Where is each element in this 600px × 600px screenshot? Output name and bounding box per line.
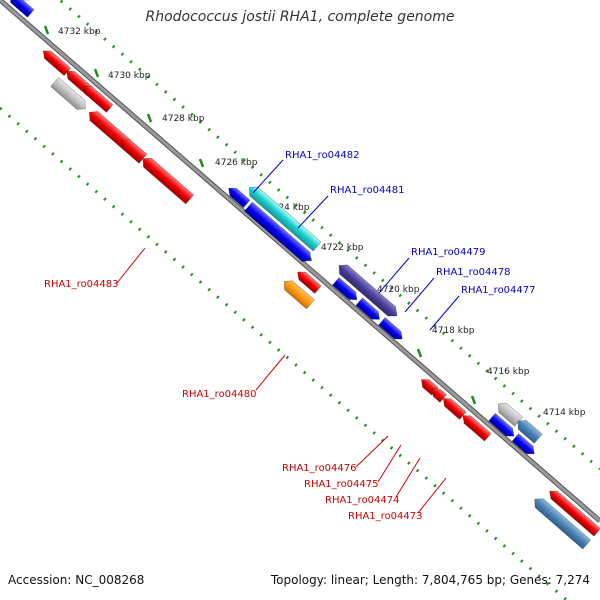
kbp-label: 4716 kbp bbox=[487, 367, 530, 377]
accession-text: Accession: NC_008268 bbox=[8, 573, 145, 587]
kbp-label: 4720 kbp bbox=[377, 285, 420, 295]
gene-label[interactable]: RHA1_ro04473 bbox=[348, 511, 423, 522]
gene-arrow-RHA1_ro04475[interactable] bbox=[429, 385, 447, 403]
kbp-tick bbox=[416, 348, 423, 358]
gene-arrow[interactable] bbox=[4, 0, 33, 5]
gene-arrow-RHA1_ro04477[interactable] bbox=[378, 317, 406, 343]
gene-arrow-RHA1_ro04480[interactable] bbox=[280, 277, 315, 310]
gene-label[interactable]: RHA1_ro04482 bbox=[285, 150, 360, 161]
gene-arrow-RHA1_ro04474[interactable] bbox=[440, 395, 467, 420]
kbp-label: 4726 kbp bbox=[215, 158, 258, 168]
label-leaders bbox=[116, 159, 460, 514]
gene-arrow[interactable] bbox=[494, 399, 523, 427]
gene-arrow[interactable] bbox=[488, 412, 517, 440]
gene-label[interactable]: RHA1_ro04481 bbox=[330, 185, 405, 196]
gene-label[interactable]: RHA1_ro04480 bbox=[182, 389, 257, 400]
gene-arrow[interactable] bbox=[511, 433, 537, 458]
gene-label[interactable]: RHA1_ro04483 bbox=[44, 279, 119, 290]
gene-arrow[interactable] bbox=[50, 76, 90, 113]
kbp-label: 4730 kbp bbox=[108, 71, 151, 81]
gene-arrow[interactable] bbox=[81, 83, 114, 113]
gene-label[interactable]: RHA1_ro04474 bbox=[325, 495, 400, 506]
kbp-tick bbox=[198, 158, 205, 168]
kbp-tick bbox=[146, 113, 153, 123]
kbp-label: 4718 kbp bbox=[432, 326, 475, 336]
gene-arrow[interactable] bbox=[244, 201, 314, 265]
gene-arrow-RHA1_ro04483[interactable] bbox=[139, 154, 195, 205]
map-title: Rhodococcus jostii RHA1, complete genome bbox=[145, 9, 455, 25]
gene-arrow[interactable] bbox=[6, 0, 35, 18]
kbp-label: 4714 kbp bbox=[543, 408, 586, 418]
gene-arrow-RHA1_ro04482[interactable] bbox=[225, 184, 251, 209]
gene-arrow[interactable] bbox=[294, 268, 322, 294]
gene-arrow[interactable] bbox=[85, 108, 131, 150]
gene-label[interactable]: RHA1_ro04479 bbox=[411, 247, 486, 258]
gene-arrow[interactable] bbox=[118, 136, 148, 164]
gene-labels: RHA1_ro04482 RHA1_ro04481 RHA1_ro04479 R… bbox=[44, 150, 536, 522]
gene-label[interactable]: RHA1_ro04475 bbox=[304, 479, 379, 490]
gene-label[interactable]: RHA1_ro04478 bbox=[436, 267, 511, 278]
genome-backbone bbox=[0, 0, 600, 523]
lower-tick-ruler bbox=[0, 106, 569, 600]
topology-text: Topology: linear; Length: 7,804,765 bp; … bbox=[270, 573, 590, 587]
gene-arrow[interactable] bbox=[531, 495, 592, 550]
kbp-label: 4722 kbp bbox=[321, 243, 364, 253]
kbp-label: 4732 kbp bbox=[58, 27, 101, 37]
gene-arrow-RHA1_ro04478[interactable] bbox=[332, 277, 361, 304]
gene-arrow[interactable] bbox=[355, 297, 383, 323]
gene-arrow-RHA1_ro04473[interactable] bbox=[460, 412, 492, 442]
gene-arrow-RHA1_ro04479[interactable] bbox=[335, 261, 401, 321]
gene-label[interactable]: RHA1_ro04477 bbox=[461, 285, 536, 296]
kbp-label: 4724 kbp bbox=[267, 203, 310, 213]
gene-arrow[interactable] bbox=[40, 47, 72, 77]
gene-label[interactable]: RHA1_ro04476 bbox=[282, 463, 357, 474]
kbp-tick bbox=[470, 395, 477, 405]
gene-arrow-RHA1_ro04481[interactable] bbox=[245, 183, 322, 252]
kbp-tick bbox=[93, 68, 100, 78]
gene-arrow[interactable] bbox=[514, 416, 543, 444]
kbp-tick bbox=[43, 25, 50, 35]
gene-arrow[interactable] bbox=[546, 487, 600, 537]
kbp-label: 4728 kbp bbox=[162, 114, 205, 124]
